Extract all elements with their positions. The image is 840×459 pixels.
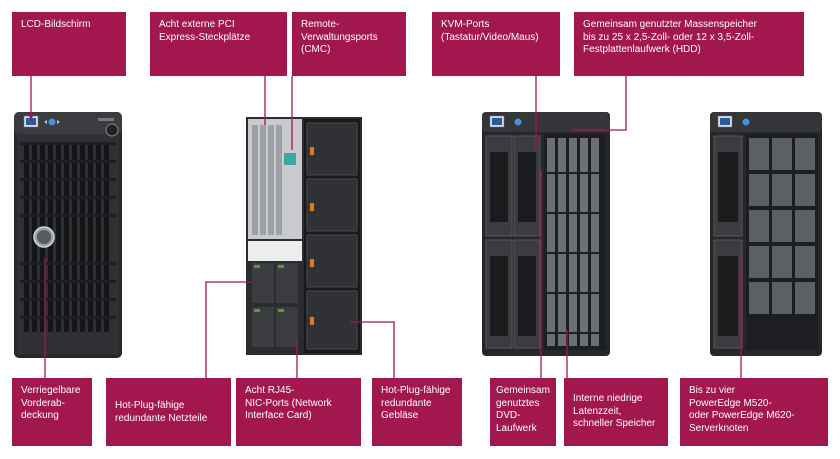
label-lcd-display: LCD-Bildschirm [12, 12, 126, 76]
label-remote-management: Remote- Verwaltungsports (CMC) [292, 12, 406, 76]
chassis-front-bezel [14, 112, 122, 358]
label-pci-slots: Acht externe PCI Express-Steckplätze [150, 12, 287, 76]
label-lockable-bezel: Verriegelbare Vorderab- deckung [12, 378, 92, 446]
label-dvd-drive: Gemeinsam genutztes DVD- Laufwerk [490, 378, 556, 446]
label-shared-storage: Gemeinsam genutzter Massenspeicher bis z… [574, 12, 804, 76]
chassis-front-hdd [710, 112, 822, 356]
chassis-front-nodes [482, 112, 610, 356]
label-kvm-ports: KVM-Ports (Tastatur/Video/Maus) [432, 12, 560, 76]
chassis-rear [246, 117, 362, 355]
label-server-nodes: Bis zu vier PowerEdge M520- oder PowerEd… [680, 378, 828, 446]
label-power-supplies: Hot-Plug-fähige redundante Netzteile [106, 378, 231, 446]
label-internal-memory: Interne niedrige Latenzzeit, schneller S… [564, 378, 668, 446]
label-nic-ports: Acht RJ45- NIC-Ports (Network Interface … [236, 378, 361, 446]
label-fans: Hot-Plug-fähige redundante Gebläse [372, 378, 462, 446]
